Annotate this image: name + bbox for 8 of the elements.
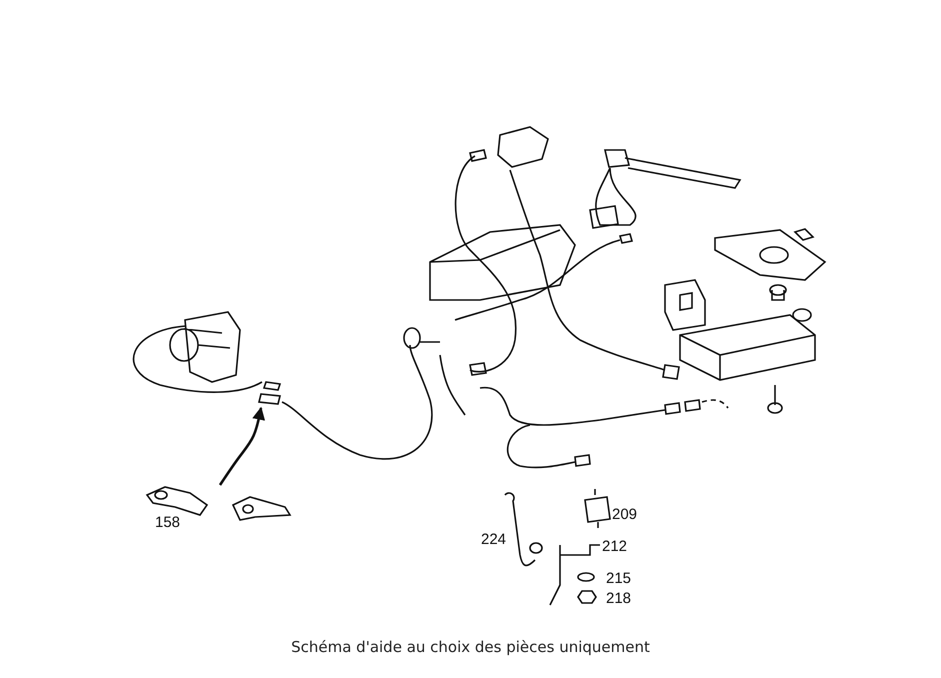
- part-number: 158: [155, 514, 180, 531]
- part-number: 224: [481, 531, 506, 548]
- part-number: 215: [606, 570, 632, 587]
- part-number: 212: [602, 538, 628, 555]
- caption: Schéma d'aide au choix des pièces uniquement: [290, 638, 651, 656]
- arrow: [218, 406, 266, 486]
- part-number: 209: [612, 506, 638, 523]
- part-number: 218: [606, 590, 632, 607]
